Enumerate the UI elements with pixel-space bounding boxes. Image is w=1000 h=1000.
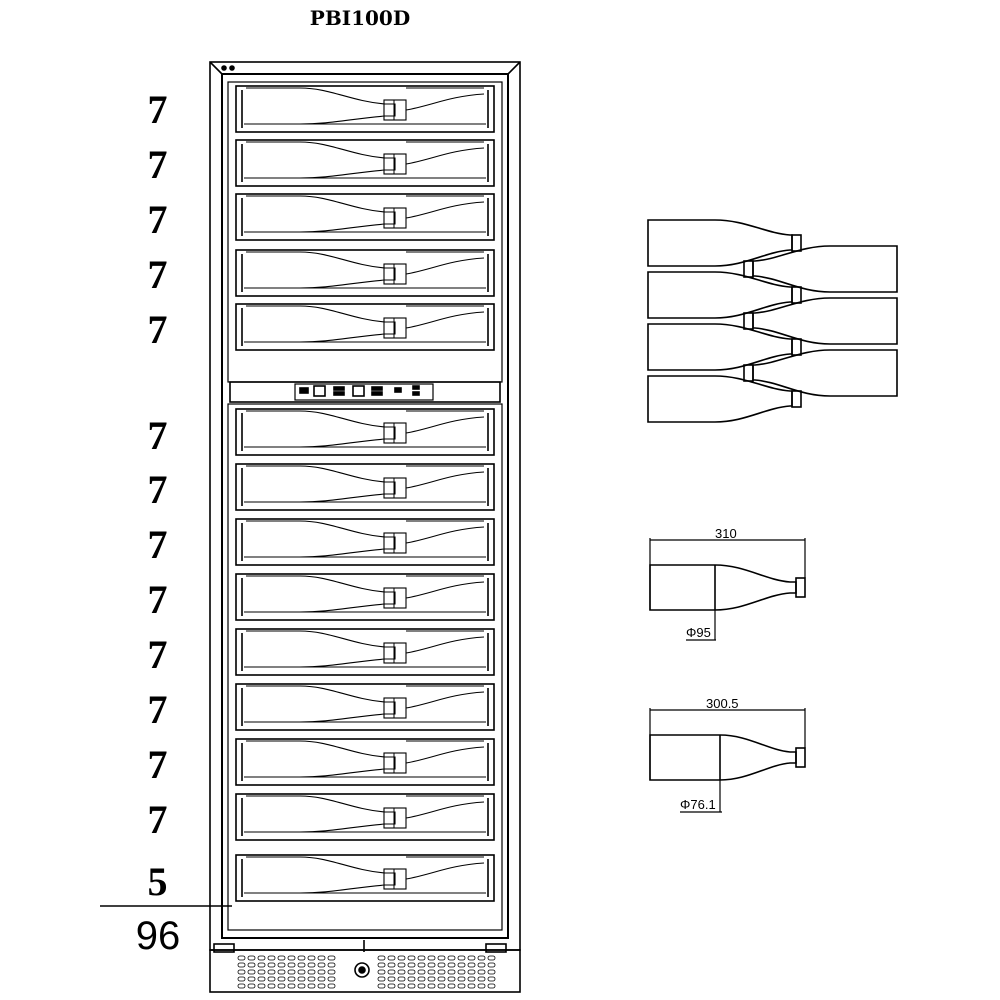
bottle <box>246 685 396 723</box>
shelf-count: 7 <box>147 252 168 297</box>
lock-icon <box>354 962 370 978</box>
shelf <box>235 249 495 297</box>
control-button <box>352 385 365 397</box>
shelf-count: 7 <box>147 742 168 787</box>
shelf <box>235 193 495 241</box>
shelf <box>235 854 495 902</box>
shelf-count: 7 <box>147 413 168 458</box>
shelf <box>235 683 495 731</box>
bottle-dimension-2 <box>649 708 806 813</box>
control-panel <box>229 381 501 403</box>
bottle <box>246 87 396 125</box>
shelf-count: 7 <box>147 467 168 512</box>
base-kickplate <box>209 949 521 993</box>
shelf <box>235 628 495 676</box>
shelf <box>235 518 495 566</box>
bottle <box>246 630 396 668</box>
total-bottles: 96 <box>135 914 181 958</box>
shelf-count: 7 <box>147 577 168 622</box>
bottle <box>246 251 396 289</box>
control-button <box>313 385 326 397</box>
shelf-count: 7 <box>147 522 168 567</box>
bottle <box>246 465 396 503</box>
bottle-length-label: 310 <box>715 526 737 541</box>
shelf-count: 7 <box>147 307 168 352</box>
shelves <box>235 85 495 902</box>
bottle <box>246 856 396 894</box>
bottle-diameter-label: Φ95 <box>686 625 711 640</box>
shelf-count: 5 <box>147 859 168 904</box>
bottle <box>246 141 396 179</box>
shelf-count: 7 <box>147 797 168 842</box>
shelf <box>235 85 495 133</box>
cabinet-door-frame <box>221 73 509 939</box>
bottle-length-label: 300.5 <box>706 696 739 711</box>
model-title: PBI100D <box>309 6 411 30</box>
shelf-count: 7 <box>147 142 168 187</box>
shelf-count: 7 <box>147 687 168 732</box>
shelf <box>235 139 495 187</box>
bottle-dimension-1 <box>649 538 806 641</box>
bottle-diameter-label: Φ76.1 <box>680 797 716 812</box>
bottle <box>246 575 396 613</box>
shelf-count: 7 <box>147 87 168 132</box>
shelf <box>235 408 495 456</box>
shelf <box>235 738 495 786</box>
shelf-count: 7 <box>147 197 168 242</box>
shelf <box>235 573 495 621</box>
bottle <box>246 305 396 343</box>
bottle <box>246 795 396 833</box>
bottle <box>246 195 396 233</box>
shelf <box>235 463 495 511</box>
bottle <box>246 520 396 558</box>
cabinet-outer-frame <box>209 61 521 951</box>
shelf <box>235 303 495 351</box>
bottle <box>246 410 396 448</box>
shelf <box>235 793 495 841</box>
shelf-count: 7 <box>147 632 168 677</box>
bottle-stack-diagram <box>647 219 898 423</box>
bottle <box>246 740 396 778</box>
